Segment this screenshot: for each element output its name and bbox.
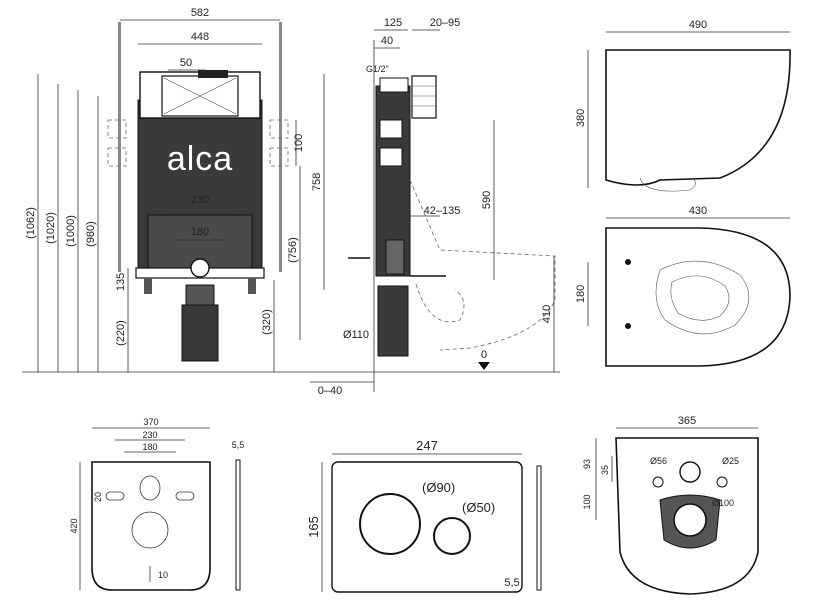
- flush-plate-outline: [331, 461, 523, 593]
- dim-width-50: 50: [180, 57, 192, 69]
- gasket-outline: [91, 461, 211, 591]
- dim-height-320: (320): [261, 309, 273, 335]
- dim-height-756: (756): [287, 237, 299, 263]
- dim-height-220: (220): [115, 320, 127, 346]
- foot-left: [144, 278, 152, 294]
- dim-width-582: 582: [191, 7, 209, 19]
- side-cistern-top: [379, 77, 409, 93]
- dim-toilet-430: 430: [689, 205, 707, 217]
- dim-rear-100: 100: [582, 494, 592, 509]
- gasket-view: 370 230 180 420 20 10 5,5: [69, 417, 245, 591]
- toilet-side-view: 490 380: [575, 19, 791, 192]
- dim-rear-56: Ø56: [650, 456, 667, 466]
- side-inlet: [411, 75, 437, 119]
- dim-height-100: 100: [293, 134, 305, 152]
- flush-plate-view: 247 165 (Ø90) (Ø50) 5,5: [306, 438, 542, 593]
- side-bracket-bottom: [379, 147, 403, 167]
- flush-button-small: [433, 517, 471, 555]
- mount-hole-top: [625, 259, 631, 265]
- rear-hole-left: [652, 476, 664, 488]
- dim-side-410: 410: [541, 305, 553, 323]
- dim-height-758: 758: [311, 173, 323, 191]
- gasket-slot-left: [105, 491, 125, 501]
- gasket-hole-main: [131, 511, 169, 549]
- dim-height-1062: (1062): [25, 207, 37, 239]
- toilet-rear-outline: [615, 437, 759, 595]
- dim-plate-247: 247: [416, 438, 438, 453]
- dim-height-980: (980): [85, 221, 97, 247]
- zero-marker-icon: [478, 362, 490, 370]
- dim-height-1000: (1000): [65, 215, 77, 247]
- dim-gasket-10: 10: [158, 570, 168, 580]
- dim-toilet-180: 180: [575, 285, 587, 303]
- gasket-slot-right: [175, 491, 195, 501]
- foot-right: [248, 278, 256, 294]
- side-flush-connector: [385, 239, 405, 275]
- drain-outlet: [190, 258, 210, 278]
- dim-plate-5-5: 5,5: [504, 577, 519, 589]
- wall-anchor-bl: [107, 147, 127, 167]
- dim-height-135: 135: [115, 273, 127, 291]
- dim-side-110: Ø110: [343, 329, 369, 341]
- mount-hole-bottom: [625, 323, 631, 329]
- dim-rear-93: 93: [582, 459, 592, 469]
- side-toilet-outline: [409, 179, 556, 351]
- gasket-hole-top: [139, 475, 161, 501]
- dim-gasket-370: 370: [143, 417, 158, 427]
- dim-gasket-5-5: 5,5: [232, 440, 245, 450]
- toilet-rear-view: 365 93 35 100 Ø56 Ø25 Ø100: [582, 415, 759, 595]
- rear-hole-100: [673, 503, 707, 537]
- side-bracket-top: [379, 119, 403, 139]
- dim-side-0-40: 0–40: [318, 385, 342, 397]
- wall-anchor-tl: [107, 119, 127, 139]
- wall-anchor-br: [269, 147, 289, 167]
- brand-logo: alca: [167, 140, 233, 178]
- dim-gasket-420: 420: [69, 518, 79, 533]
- flush-button-large: [359, 493, 421, 555]
- dim-plate-50: (Ø50): [462, 500, 495, 515]
- drain-pipe: [181, 304, 219, 362]
- toilet-top-view: 430 180: [575, 205, 791, 367]
- dim-side-20-95: 20–95: [430, 17, 461, 29]
- dim-rear-35: 35: [600, 465, 610, 475]
- wall-anchor-tr: [269, 119, 289, 139]
- dim-width-180: 180: [191, 226, 209, 238]
- dim-toilet-490: 490: [689, 19, 707, 31]
- dim-height-1020: (1020): [45, 212, 57, 244]
- dim-plate-165: 165: [306, 516, 321, 538]
- dim-side-40: 40: [381, 35, 393, 47]
- rear-hole-right: [716, 476, 728, 488]
- frame-post-left: [118, 22, 121, 272]
- gasket-profile: [235, 459, 241, 591]
- dim-width-448: 448: [191, 31, 209, 43]
- frame-post-right: [279, 22, 282, 272]
- toilet-top-outline: [605, 227, 791, 367]
- toilet-side-outline: [605, 49, 791, 186]
- dim-gasket-20: 20: [93, 492, 103, 502]
- rear-hole-56: [679, 461, 701, 483]
- dim-gasket-180: 180: [142, 442, 157, 452]
- side-toilet-bowl: [415, 283, 465, 323]
- dim-plate-90: (Ø90): [422, 480, 455, 495]
- side-view: 125 20–95 40 G1/2" 590 42–135 410 Ø110 0…: [310, 17, 556, 397]
- front-view: alca 582 448 50 230 180 (1062) (1020) (1…: [22, 7, 560, 373]
- dim-side-125: 125: [384, 17, 402, 29]
- dim-rear-100-dia: Ø100: [712, 498, 734, 508]
- side-drain-pipe: [377, 285, 409, 357]
- dim-width-230: 230: [191, 194, 209, 206]
- dim-side-0: 0: [481, 349, 487, 361]
- dim-side-590: 590: [481, 191, 493, 209]
- drain-bend: [185, 284, 215, 306]
- dim-rear-365: 365: [678, 415, 696, 427]
- dim-gasket-230: 230: [142, 430, 157, 440]
- dim-rear-25: Ø25: [722, 456, 739, 466]
- flush-plate-profile: [536, 465, 542, 591]
- valve-block: [198, 70, 228, 78]
- dim-side-thread: G1/2": [366, 64, 389, 74]
- dim-side-42-135: 42–135: [424, 205, 461, 217]
- dim-toilet-380: 380: [575, 109, 587, 127]
